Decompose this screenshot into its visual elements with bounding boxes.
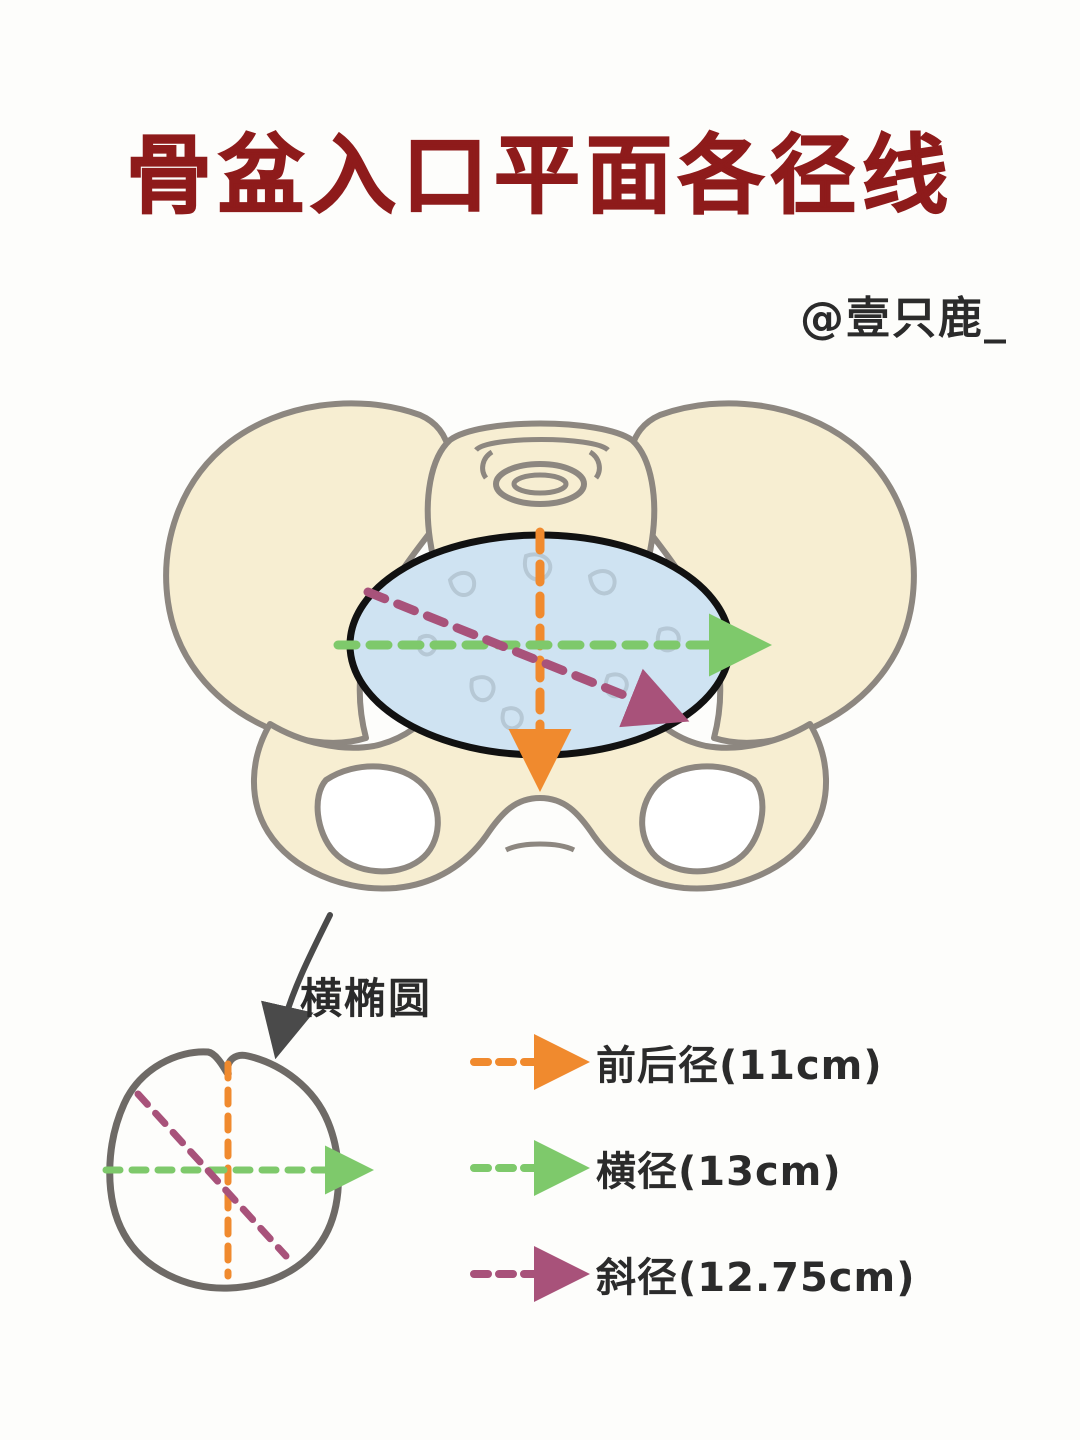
legend-item-transverse: 横径(13cm) xyxy=(470,1136,1050,1200)
transverse-swatch-icon xyxy=(470,1140,590,1196)
small-oblique-line xyxy=(134,1090,290,1260)
legend-label-anteroposterior: 前后径(11cm) xyxy=(596,1043,883,1089)
inlet-shape-figure xyxy=(80,1020,500,1310)
oblique-swatch-icon xyxy=(470,1246,590,1302)
oblique-diameter-line xyxy=(363,587,690,728)
author-handle: @壹只鹿_ xyxy=(800,293,1008,344)
legend-label-transverse: 横径(13cm) xyxy=(596,1149,842,1195)
legend-item-oblique: 斜径(12.75cm) xyxy=(470,1242,1050,1306)
anteroposterior-swatch-icon xyxy=(470,1034,590,1090)
legend-item-anteroposterior: 前后径(11cm) xyxy=(470,1030,1050,1094)
pelvis-figure xyxy=(120,380,960,940)
callout-arrow xyxy=(261,912,333,1060)
inlet-shape-label: 横椭圆 xyxy=(300,974,433,1023)
legend: 前后径(11cm) 横径(13cm) xyxy=(470,1030,1050,1306)
page-title: 骨盆入口平面各径线 xyxy=(125,125,954,227)
pubis-ischium xyxy=(250,699,830,892)
legend-label-oblique: 斜径(12.75cm) xyxy=(596,1255,916,1301)
